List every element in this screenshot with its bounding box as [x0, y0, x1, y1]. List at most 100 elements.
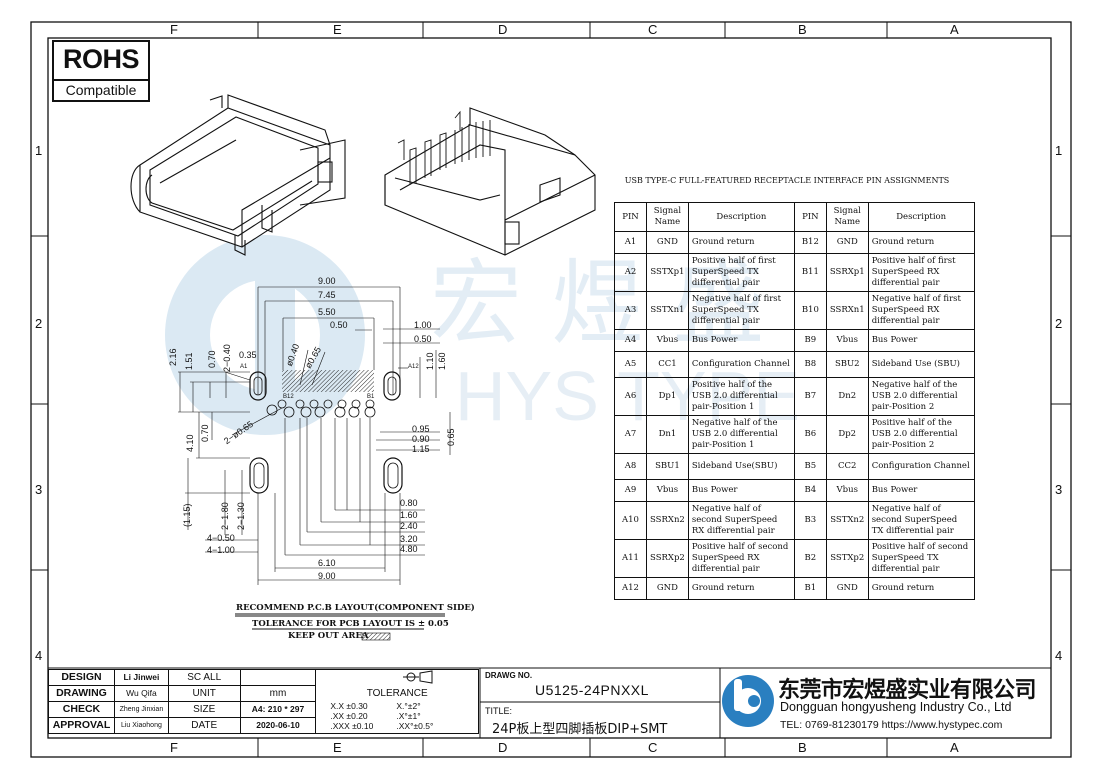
- header-description: Description: [867, 202, 975, 232]
- description-cell: Positive half of second SuperSpeed TX di…: [867, 539, 975, 578]
- pin-cell: A10: [614, 501, 647, 540]
- signal-cell: SBU2: [825, 351, 869, 378]
- header-description: Description: [687, 202, 795, 232]
- signal-cell: SSRXn1: [825, 291, 869, 330]
- pin-label: B1: [367, 394, 375, 400]
- drawing-title: 24P板上型四脚插板DIP+SMT: [492, 722, 668, 737]
- dim-label: 2.40: [400, 521, 418, 531]
- dim-label: (1.15): [182, 503, 192, 527]
- zone-right-3: 3: [1055, 482, 1063, 497]
- dim-label: 0.50: [330, 320, 348, 330]
- zone-top-c: C: [648, 22, 658, 37]
- dim-label: 2−0.40: [222, 344, 232, 372]
- dim-label: 0.70: [207, 350, 217, 368]
- rohs-badge: ROHS Compatible: [52, 40, 150, 102]
- pin-cell: B10: [793, 291, 827, 330]
- signal-cell: Vbus: [646, 479, 689, 502]
- dim-label: 4.80: [400, 544, 418, 554]
- zone-left-4: 4: [35, 648, 43, 663]
- pin-table-header: PIN Signal Name Description PIN Signal N…: [614, 202, 975, 232]
- pin-cell: A12: [614, 577, 647, 600]
- note-tolerance: TOLERANCE FOR PCB LAYOUT IS ± 0.05: [252, 619, 449, 629]
- tolerance-row: X.X ±0.30 X.°±2°: [330, 701, 478, 711]
- dim-label: 7.45: [318, 290, 336, 300]
- pin-cell: B11: [793, 253, 827, 292]
- pin-cell: B7: [793, 377, 827, 416]
- pin-cell: B8: [793, 351, 827, 378]
- header-signal: Signal Name: [646, 202, 689, 232]
- tolerance-linear: X.X ±0.30: [330, 701, 368, 711]
- tolerance-angular: X.°±2°: [396, 701, 421, 711]
- zone-bottom-f: F: [170, 740, 178, 755]
- signal-cell: Vbus: [646, 329, 689, 352]
- zone-left-2: 2: [35, 316, 43, 331]
- zone-left-1: 1: [35, 143, 43, 158]
- header-pin: PIN: [614, 202, 647, 232]
- zone-top-e: E: [333, 22, 342, 37]
- dim-label: 0.80: [400, 498, 418, 508]
- pin-cell: A8: [614, 453, 647, 480]
- pcb-layout: [178, 286, 451, 585]
- signal-cell: SSRXp1: [825, 253, 869, 292]
- approval-name: Liu Xiaohong: [113, 717, 169, 734]
- title-label: TITLE:: [485, 706, 513, 716]
- check-label: CHECK: [48, 701, 115, 718]
- signal-cell: SSRXn2: [646, 501, 689, 540]
- company-name-cn: 东莞市宏煜盛实业有限公司: [778, 678, 1037, 703]
- signal-cell: Dp1: [646, 377, 689, 416]
- signal-cell: Vbus: [825, 329, 869, 352]
- signal-cell: GND: [646, 577, 689, 600]
- dim-label: 1.10: [425, 352, 435, 370]
- unit-label: UNIT: [167, 685, 241, 702]
- description-cell: Negative half of second SuperSpeed RX di…: [687, 501, 795, 540]
- unit-value: mm: [239, 685, 317, 702]
- pin-cell: A4: [614, 329, 647, 352]
- signal-cell: GND: [825, 577, 869, 600]
- description-cell: Negative half of first SuperSpeed RX dif…: [867, 291, 975, 330]
- tolerance-angular: .XX°±0.5°: [396, 721, 434, 731]
- check-name: Zheng Jinxian: [113, 701, 169, 718]
- description-cell: Positive half of the USB 2.0 differentia…: [687, 377, 795, 416]
- zone-right-2: 2: [1055, 316, 1063, 331]
- dim-label: 2−1.80: [220, 502, 230, 530]
- pin-cell: B5: [793, 453, 827, 480]
- dim-label: 1.60: [437, 352, 447, 370]
- description-cell: Positive half of first SuperSpeed TX dif…: [687, 253, 795, 292]
- tolerance-row: .XX ±0.20.X°±1°: [330, 711, 478, 721]
- zone-right-1: 1: [1055, 143, 1063, 158]
- description-cell: Bus Power: [867, 329, 975, 352]
- signal-cell: Vbus: [825, 479, 869, 502]
- connector-rear-view: [384, 107, 596, 256]
- description-cell: Ground return: [867, 577, 975, 600]
- company-logo: [722, 675, 774, 727]
- dim-label: 1.15: [412, 444, 430, 454]
- signal-cell: CC2: [825, 453, 869, 480]
- dim-label: 9.00: [318, 571, 336, 581]
- pin-assignment-table: PIN Signal Name Description PIN Signal N…: [614, 202, 975, 600]
- signal-cell: GND: [825, 231, 869, 254]
- pin-cell: B9: [793, 329, 827, 352]
- zone-bottom-c: C: [648, 740, 658, 755]
- pin-cell: B12: [793, 231, 827, 254]
- dim-label: 1.60: [400, 510, 418, 520]
- signal-cell: SSTXp2: [825, 539, 869, 578]
- pin-cell: A7: [614, 415, 647, 454]
- signal-cell: SSTXn2: [825, 501, 869, 540]
- zone-bottom-b: B: [798, 740, 807, 755]
- header-signal: Signal Name: [825, 202, 869, 232]
- signal-cell: SBU1: [646, 453, 689, 480]
- pin-cell: A11: [614, 539, 647, 578]
- signal-cell: SSRXp2: [646, 539, 689, 578]
- zone-top-d: D: [498, 22, 508, 37]
- drawing-number: U5125-24PNXXL: [535, 682, 649, 698]
- description-cell: Bus Power: [687, 479, 795, 502]
- company-contact: TEL: 0769-81230179 https://www.hystypec.…: [780, 719, 1003, 731]
- design-label: DESIGN: [48, 669, 115, 686]
- scale-label: SC ALL: [167, 669, 241, 686]
